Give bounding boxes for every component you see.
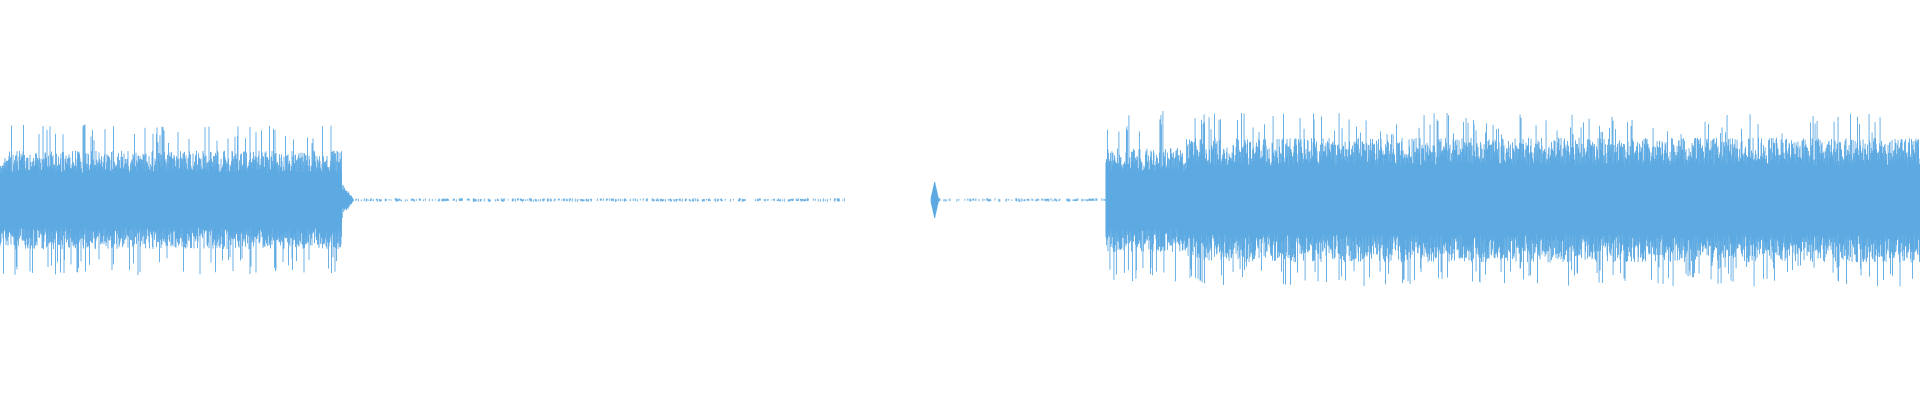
waveform-core-band — [1105, 173, 1187, 227]
waveform-trace — [0, 111, 1920, 287]
waveform-core-band — [1186, 168, 1920, 232]
waveform-core-band — [0, 175, 342, 225]
